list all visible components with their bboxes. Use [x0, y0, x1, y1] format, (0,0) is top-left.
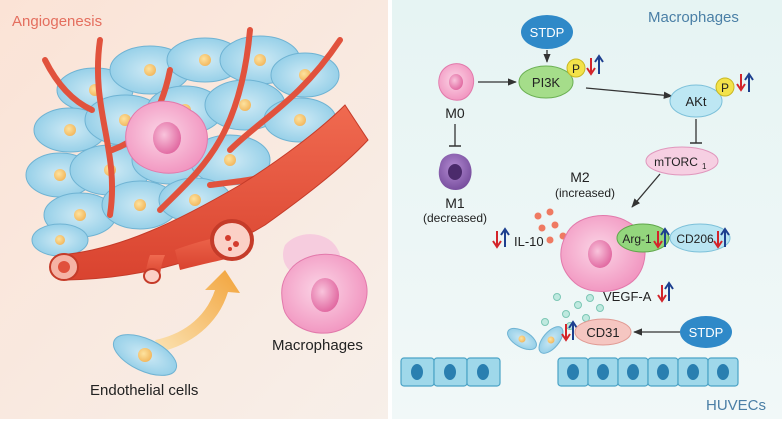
- il10-label: IL-10: [514, 234, 544, 249]
- vegfa-down-arrow-icon: [657, 285, 667, 303]
- macrophage-in-cluster: [125, 100, 208, 174]
- stdp-bottom-node: STDP: [680, 316, 732, 348]
- migration-arrow: [155, 270, 240, 352]
- m2-status: (increased): [555, 186, 615, 200]
- stdp-bottom-label: STDP: [689, 325, 724, 340]
- pi3k-to-akt-arrow: [585, 87, 673, 99]
- cd206-node: CD206: [669, 223, 731, 253]
- macrophage-cells: [281, 234, 368, 334]
- endothelial-cells-label: Endothelial cells: [90, 382, 198, 399]
- mtorc-label: mTORC: [654, 155, 698, 169]
- pi3k-phospho-label: P: [572, 62, 580, 76]
- m0-label: M0: [445, 105, 465, 121]
- akt-phospho-label: P: [721, 81, 729, 95]
- vegfa-up-arrow-icon: [664, 281, 674, 301]
- cd31-node: CD31: [561, 318, 632, 346]
- macrophages-label: Macrophages: [272, 337, 363, 354]
- vegfa-label: VEGF-A: [603, 289, 652, 304]
- left-panel: Angiogenesis Macrophages Endothelial cel…: [0, 0, 390, 419]
- cd206-label: CD206: [676, 232, 714, 246]
- cd31-down-arrow-icon: [561, 324, 571, 342]
- m0-to-m1-inhibition: [449, 124, 461, 147]
- left-panel-title: Angiogenesis: [12, 13, 102, 30]
- m1-label: M1: [445, 195, 465, 211]
- il10-up-arrow-icon: [500, 227, 510, 247]
- right-panel: Macrophages STDP PI3K P M0: [392, 0, 782, 419]
- m1-cell: M1 (decreased): [423, 153, 487, 225]
- stdp-top-node: STDP: [521, 15, 573, 49]
- pi3k-up-arrow-icon: [594, 54, 604, 74]
- pi3k-node: PI3K P: [518, 54, 604, 99]
- cd31-up-arrow-icon: [568, 320, 578, 340]
- huvecs-label: HUVECs: [706, 397, 766, 414]
- mtorc1-node: mTORC 1: [645, 146, 719, 176]
- blood-vessels: [42, 27, 369, 284]
- cd31-label: CD31: [586, 325, 619, 340]
- akt-label: AKt: [686, 94, 707, 109]
- m0-cell: M0: [438, 63, 475, 121]
- mtorc-subscript: 1: [702, 162, 707, 171]
- right-panel-title: Macrophages: [648, 9, 739, 26]
- pi3k-label: PI3K: [532, 75, 561, 90]
- mtorc-to-m2-arrow: [631, 173, 661, 208]
- il10-down-arrow-icon: [492, 231, 502, 249]
- arg1-up-arrow-icon: [660, 227, 670, 247]
- arg1-node: Arg-1: [616, 223, 670, 253]
- akt-down-arrow-icon: [736, 74, 746, 92]
- m2-label: M2: [570, 169, 590, 185]
- cd206-up-arrow-icon: [720, 227, 730, 247]
- cd206-down-arrow-icon: [713, 231, 723, 249]
- akt-to-mtorc-inhibition: [690, 119, 702, 144]
- pi3k-down-arrow-icon: [586, 58, 596, 76]
- huvec-layer-left: [400, 357, 501, 387]
- vegfa-secretion-dots: [541, 293, 604, 330]
- stdp-top-label: STDP: [530, 25, 565, 40]
- huvec-layer-right: [557, 357, 739, 387]
- akt-node: AKt P: [669, 72, 754, 118]
- endothelial-cell: [112, 334, 178, 376]
- arg1-label: Arg-1: [622, 232, 652, 246]
- akt-up-arrow-icon: [744, 72, 754, 92]
- arg1-down-arrow-icon: [653, 231, 663, 249]
- m1-status: (decreased): [423, 211, 487, 225]
- migrating-endothelial-cells: [507, 326, 564, 354]
